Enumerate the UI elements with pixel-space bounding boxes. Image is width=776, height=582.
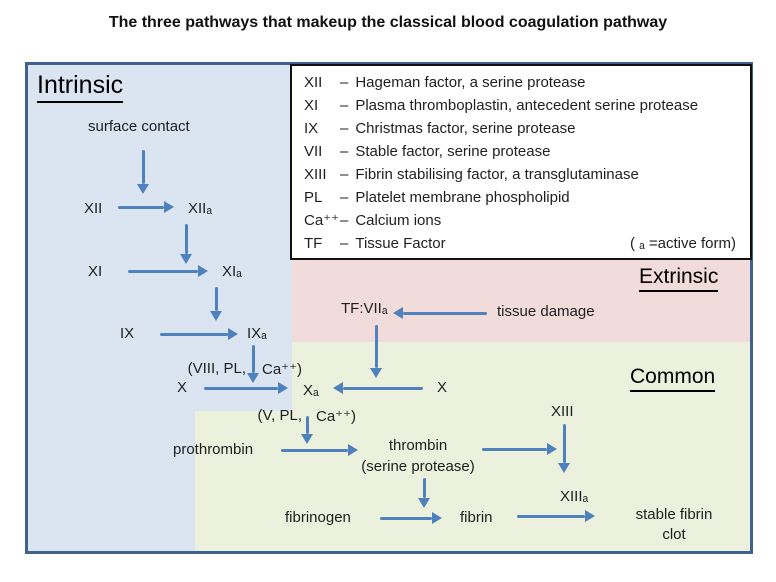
legend-dash: – <box>340 97 349 114</box>
legend-row: VII – Stable factor, serine protease <box>304 140 750 163</box>
legend-abbr: Ca⁺⁺ <box>304 212 340 229</box>
node-prothrombin: prothrombin <box>173 441 254 458</box>
arrow-fibrinogen-to-fibrin <box>380 512 442 524</box>
diagram-title: The three pathways that makeup the class… <box>108 14 668 31</box>
arrow-thrombin-to-fibrin-reaction <box>418 478 430 508</box>
legend-abbr: XII <box>304 74 323 91</box>
arrow-tissue-damage-to-tfviia <box>393 307 487 319</box>
legend-row: XIII – Fibrin stabilising factor, a tran… <box>304 163 750 186</box>
arrow-x-to-xa <box>204 382 288 394</box>
node-factor-xia: XIₐ <box>222 263 242 280</box>
arrow-thrombin-to-xiii-reaction <box>482 443 557 455</box>
cofactor-v-ca-label: Ca⁺⁺) <box>316 408 357 425</box>
section-label-intrinsic: Intrinsic <box>37 71 124 103</box>
legend-desc: Fibrin stabilising factor, a transglutam… <box>355 166 639 183</box>
legend-abbr: XI <box>304 97 319 114</box>
node-thrombin: thrombin (serine protease) <box>361 437 475 475</box>
legend-dash: – <box>340 212 349 229</box>
node-fibrinogen: fibrinogen <box>285 509 351 526</box>
arrow-fibrin-to-stable-clot <box>517 510 595 522</box>
node-fibrin: fibrin <box>460 509 493 526</box>
node-factor-xii: XII <box>84 200 103 217</box>
node-factor-x-extrinsic: X <box>437 379 448 396</box>
arrow-xiia-to-xi-reaction <box>180 224 192 264</box>
cofactor-viii-pl-label: (VIII, PL, <box>187 360 246 377</box>
node-factor-xa: Xₐ <box>303 382 319 399</box>
legend-box: XII – Hageman factor, a serine protease … <box>290 64 752 260</box>
region-extrinsic <box>292 259 750 342</box>
node-factor-ix: IX <box>120 325 135 342</box>
arrow-xi-to-xia <box>128 265 208 277</box>
arrow-xia-to-ix-reaction <box>210 287 222 321</box>
legend-desc: Tissue Factor <box>355 235 446 252</box>
node-tissue-damage: tissue damage <box>497 303 595 320</box>
node-tf-viia: TF:VIIₐ <box>341 300 388 317</box>
legend-abbr: XIII <box>304 166 327 183</box>
node-factor-xi: XI <box>88 263 103 280</box>
legend-desc: Christmas factor, serine protease <box>355 120 576 137</box>
node-factor-ixa: IXₐ <box>247 325 267 342</box>
legend-desc: Plasma thromboplastin, antecedent serine… <box>355 97 699 114</box>
legend-abbr: TF <box>304 235 323 252</box>
node-surface-contact: surface contact <box>88 118 190 135</box>
cofactor-viii-ca-label: Ca⁺⁺) <box>262 361 303 378</box>
node-stable-fibrin-clot: stable fibrin clot <box>635 506 713 543</box>
legend-abbr: IX <box>304 120 319 137</box>
legend-dash: – <box>340 166 349 183</box>
legend-row: Ca⁺⁺ – Calcium ions <box>304 209 750 232</box>
node-factor-x-intrinsic: X <box>177 379 188 396</box>
region-common-extension <box>195 411 292 551</box>
legend-dash: – <box>340 189 349 206</box>
arrow-ixa-to-x-reaction <box>247 345 259 383</box>
cofactor-v-pl-label: (V, PL, <box>257 407 302 424</box>
legend-desc: Stable factor, serine protease <box>355 143 551 160</box>
legend-desc: Calcium ions <box>355 212 442 229</box>
legend-dash: – <box>340 74 349 91</box>
legend-row: PL – Platelet membrane phospholipid <box>304 186 750 209</box>
arrow-xa-to-prothrombin-reaction <box>301 416 313 444</box>
legend-dash: – <box>340 235 349 252</box>
legend-dash: – <box>340 120 349 137</box>
legend-row: XI – Plasma thromboplastin, antecedent s… <box>304 94 750 117</box>
node-factor-xiiia: XIIIₐ <box>560 488 589 505</box>
arrow-surface-contact-to-xii <box>137 150 149 194</box>
legend-row: TF – Tissue Factor ( ₐ =active form) <box>304 232 750 255</box>
arrow-tfviia-to-x-reaction <box>370 325 382 378</box>
legend-row: IX – Christmas factor, serine protease <box>304 117 750 140</box>
region-intrinsic-strip <box>28 411 195 551</box>
arrow-xiii-to-xiiia <box>558 424 570 473</box>
legend-row: XII – Hageman factor, a serine protease <box>304 71 750 94</box>
legend-desc: Hageman factor, a serine protease <box>355 74 586 91</box>
arrow-ix-to-ixa <box>160 328 238 340</box>
legend-dash: – <box>340 143 349 160</box>
legend-desc: Platelet membrane phospholipid <box>355 189 570 206</box>
arrow-xii-to-xiia <box>118 201 174 213</box>
node-factor-xiii: XIII <box>551 403 574 420</box>
legend-abbr: VII <box>304 143 323 160</box>
arrow-x-right-to-xa <box>333 382 423 394</box>
node-factor-xiia: XIIₐ <box>188 200 212 217</box>
section-label-common: Common <box>630 365 716 392</box>
arrow-prothrombin-to-thrombin <box>281 444 358 456</box>
region-intrinsic <box>28 65 292 411</box>
legend-abbr: PL <box>304 189 323 206</box>
section-label-extrinsic: Extrinsic <box>639 265 719 292</box>
legend-active-form-note: ( ₐ =active form) <box>629 235 736 252</box>
